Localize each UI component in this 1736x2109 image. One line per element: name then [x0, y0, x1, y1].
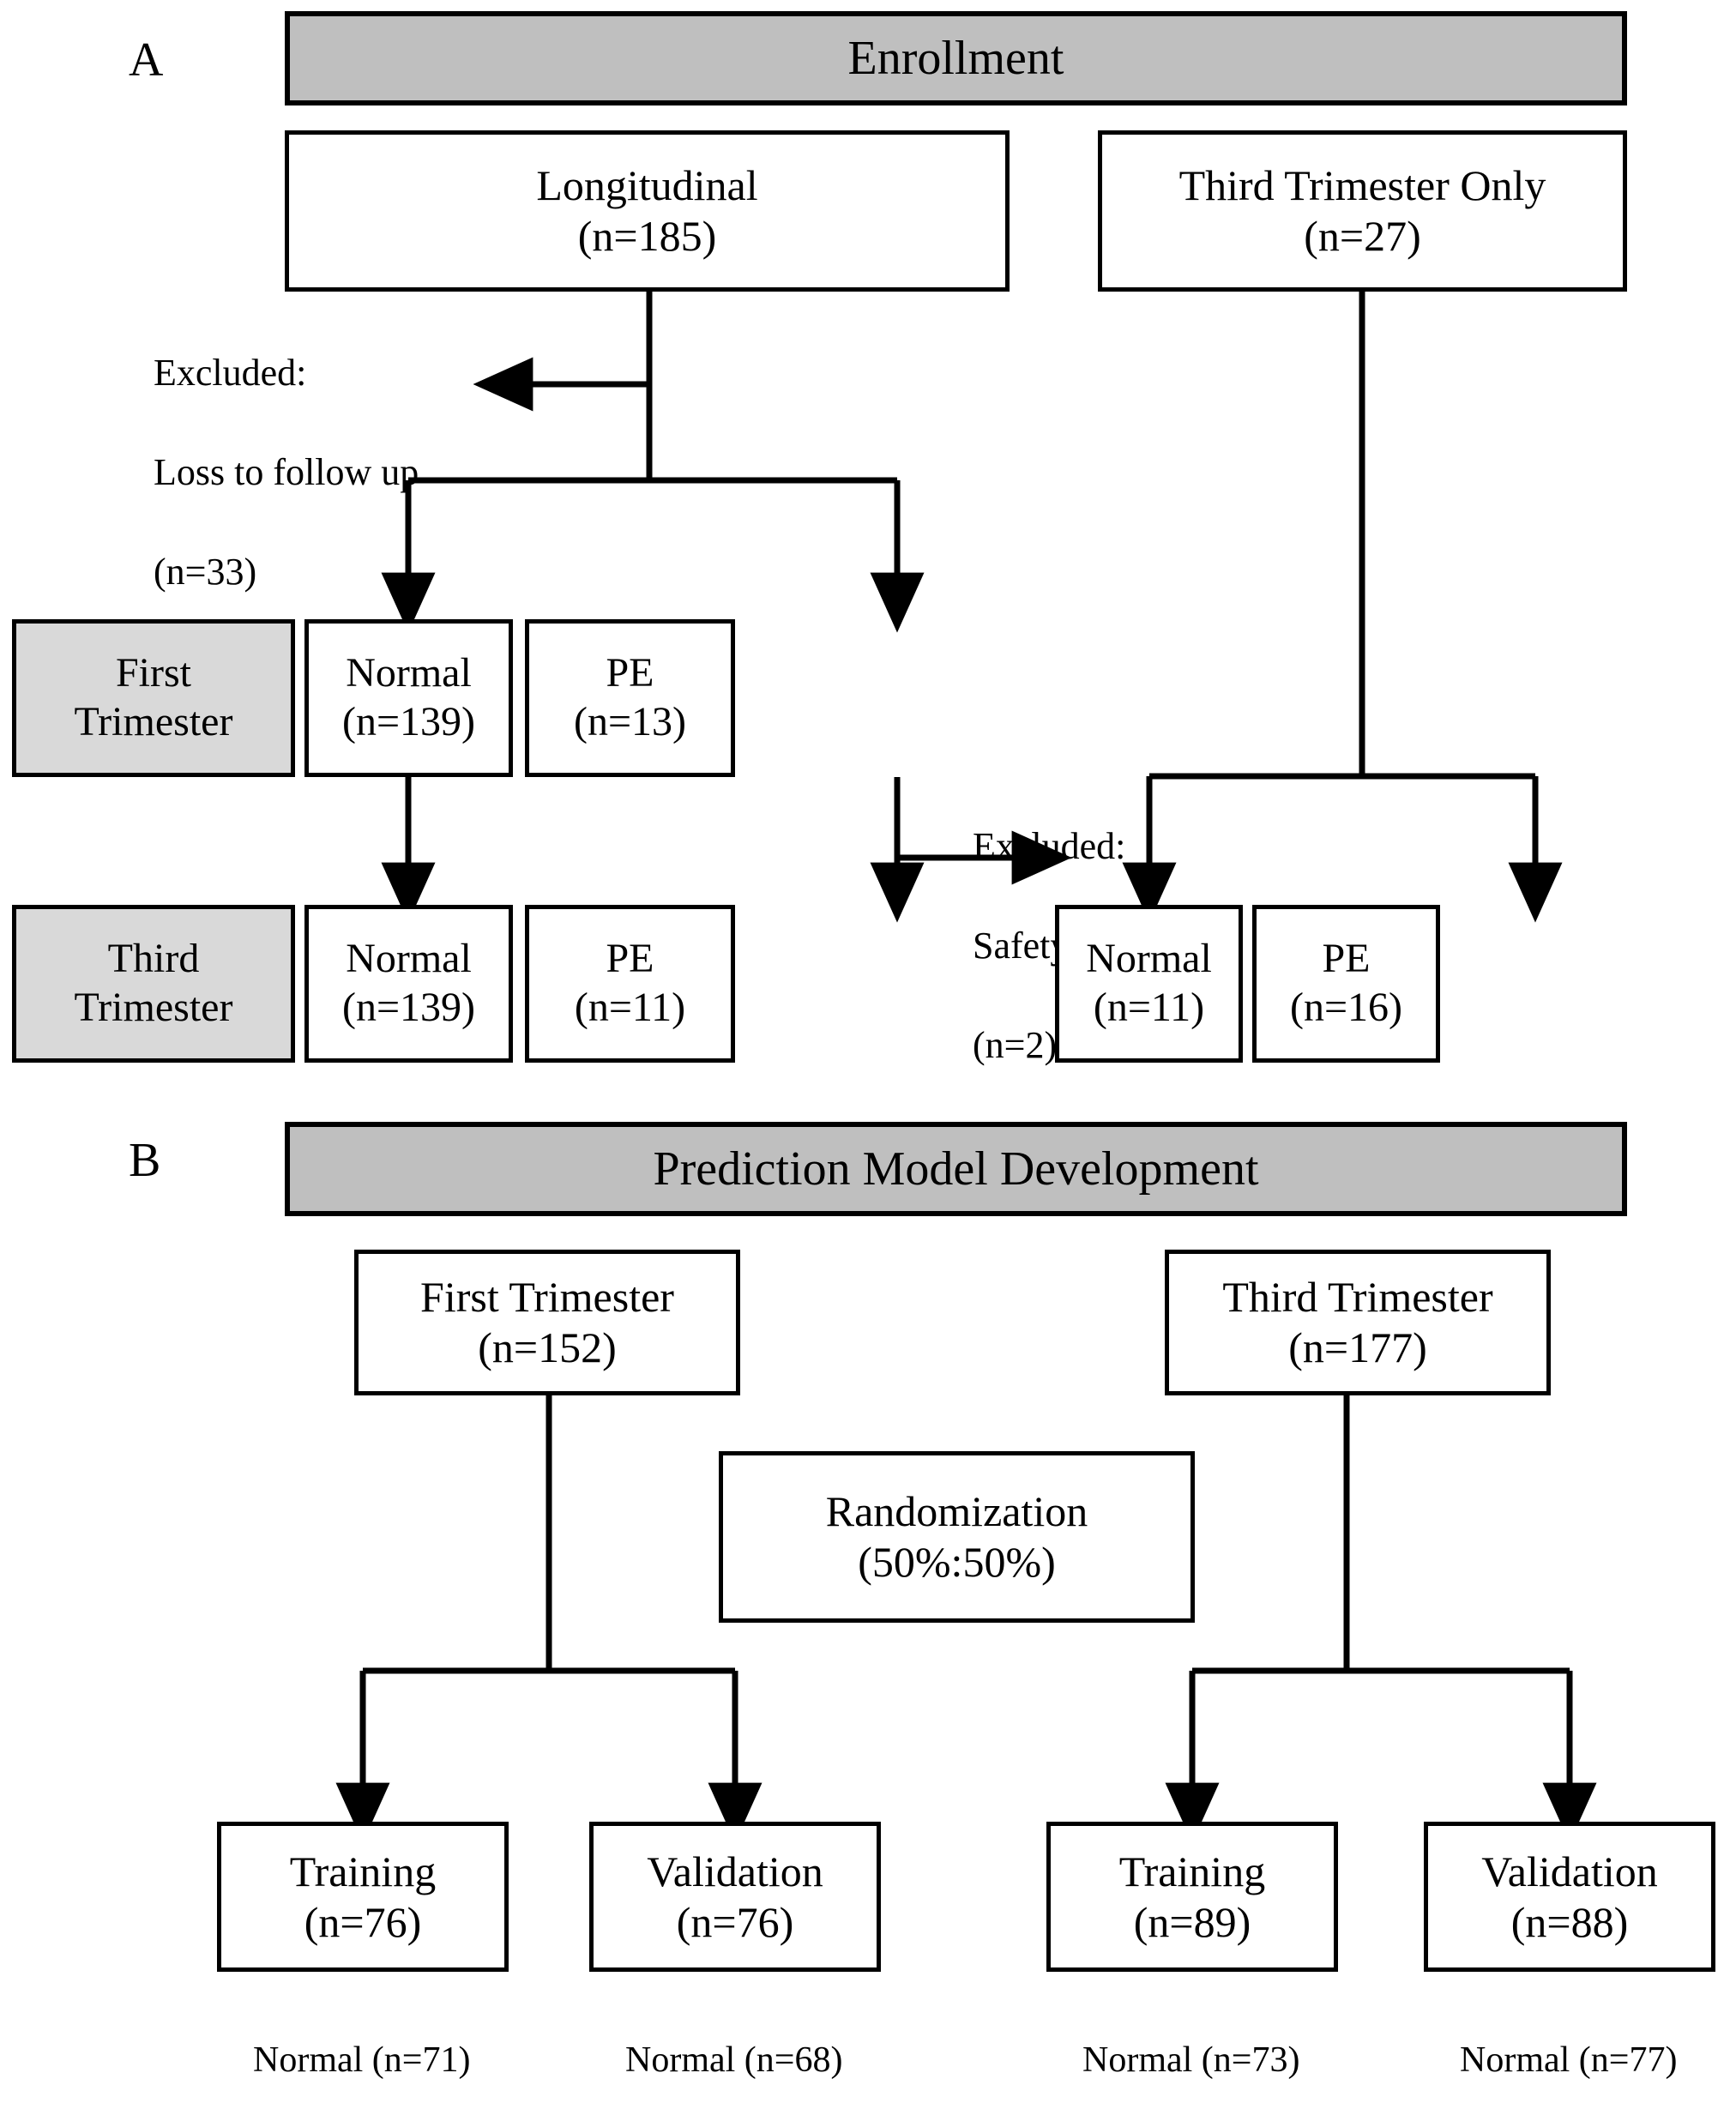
- box-first-pe: PE (n=13): [525, 619, 735, 777]
- box-b-training-third: Training (n=89): [1046, 1822, 1338, 1972]
- box-first-pe-title: PE: [606, 650, 654, 696]
- box-third-normal-count: (n=139): [341, 985, 476, 1030]
- box-thirdonly-normal-title: Normal: [1086, 936, 1212, 982]
- label-first-trimester: First Trimester: [12, 619, 295, 777]
- box-b-validation-third-count: (n=88): [1510, 1897, 1629, 1946]
- text-excluded-followup: Excluded: Loss to follow up (n=33): [116, 298, 419, 648]
- box-b-third-trimester-count: (n=177): [1288, 1323, 1427, 1371]
- label-third-trimester-line2: Trimester: [74, 985, 233, 1030]
- box-thirdonly-normal: Normal (n=11): [1055, 905, 1243, 1063]
- box-b-first-trimester-title: First Trimester: [420, 1273, 674, 1321]
- label-first-trimester-line1: First: [115, 650, 192, 696]
- label-third-trimester: Third Trimester: [12, 905, 295, 1063]
- box-thirdonly-pe-title: PE: [1322, 936, 1371, 982]
- box-longitudinal-count: (n=185): [577, 212, 717, 260]
- caption-b-validation-third-normal: Normal (n=77): [1460, 2040, 1678, 2081]
- box-b-first-trimester-count: (n=152): [478, 1323, 617, 1371]
- box-first-normal-count: (n=139): [341, 699, 476, 744]
- excluded-safety-line1: Excluded:: [973, 825, 1126, 868]
- box-first-normal: Normal (n=139): [304, 619, 513, 777]
- box-longitudinal: Longitudinal (n=185): [285, 130, 1010, 292]
- box-b-third-trimester-title: Third Trimester: [1222, 1273, 1493, 1321]
- caption-b-training-first: Normal (n=71) PE (n=5): [217, 1988, 470, 2109]
- box-third-trimester-only-title: Third Trimester Only: [1178, 161, 1546, 209]
- caption-b-validation-first-normal: Normal (n=68): [625, 2040, 843, 2081]
- panel-letter-a: A: [129, 33, 164, 87]
- box-third-pe: PE (n=11): [525, 905, 735, 1063]
- box-b-training-first: Training (n=76): [217, 1822, 509, 1972]
- header-prediction-model: Prediction Model Development: [285, 1122, 1627, 1216]
- box-b-training-third-title: Training: [1118, 1847, 1266, 1895]
- caption-b-training-third-normal: Normal (n=73): [1082, 2040, 1300, 2081]
- caption-b-validation-first: Normal (n=68) PE (n=8): [589, 1988, 842, 2109]
- box-b-training-first-title: Training: [289, 1847, 437, 1895]
- caption-b-training-third: Normal (n=73) PE (n=16): [1046, 1988, 1299, 2109]
- box-thirdonly-normal-count: (n=11): [1093, 985, 1205, 1030]
- excluded-followup-line1: Excluded:: [154, 352, 307, 395]
- box-first-pe-count: (n=13): [573, 699, 687, 744]
- label-third-trimester-line1: Third: [107, 936, 200, 982]
- box-third-normal: Normal (n=139): [304, 905, 513, 1063]
- panel-letter-b: B: [129, 1134, 161, 1187]
- box-b-validation-first-title: Validation: [647, 1847, 823, 1895]
- header-enrollment: Enrollment: [285, 11, 1627, 105]
- excluded-followup-line3: (n=33): [154, 551, 257, 594]
- box-longitudinal-title: Longitudinal: [536, 161, 758, 209]
- box-third-trimester-only: Third Trimester Only (n=27): [1098, 130, 1627, 292]
- header-enrollment-label: Enrollment: [847, 31, 1064, 85]
- box-third-pe-title: PE: [606, 936, 654, 982]
- caption-b-training-first-normal: Normal (n=71): [253, 2040, 471, 2081]
- box-randomization-ratio: (50%:50%): [858, 1538, 1056, 1586]
- box-third-trimester-only-count: (n=27): [1304, 212, 1421, 260]
- excluded-followup-line2: Loss to follow up: [154, 451, 419, 494]
- caption-b-validation-third: Normal (n=77) PE (n=11): [1424, 1988, 1677, 2109]
- box-randomization: Randomization (50%:50%): [719, 1451, 1195, 1623]
- box-b-validation-third-title: Validation: [1481, 1847, 1658, 1895]
- label-first-trimester-line2: Trimester: [74, 699, 233, 744]
- box-third-pe-count: (n=11): [574, 985, 686, 1030]
- box-b-validation-first: Validation (n=76): [589, 1822, 881, 1972]
- header-prediction-model-label: Prediction Model Development: [653, 1142, 1259, 1196]
- box-b-validation-third: Validation (n=88): [1424, 1822, 1715, 1972]
- excluded-safety-line3: (n=2): [973, 1024, 1058, 1067]
- box-thirdonly-pe: PE (n=16): [1252, 905, 1440, 1063]
- box-b-training-first-count: (n=76): [304, 1897, 422, 1946]
- box-b-training-third-count: (n=89): [1133, 1897, 1251, 1946]
- box-b-third-trimester: Third Trimester (n=177): [1165, 1250, 1551, 1395]
- box-randomization-title: Randomization: [825, 1487, 1088, 1535]
- box-b-validation-first-count: (n=76): [676, 1897, 794, 1946]
- box-thirdonly-pe-count: (n=16): [1289, 985, 1403, 1030]
- box-third-normal-title: Normal: [346, 936, 472, 982]
- box-b-first-trimester: First Trimester (n=152): [354, 1250, 740, 1395]
- box-first-normal-title: Normal: [346, 650, 472, 696]
